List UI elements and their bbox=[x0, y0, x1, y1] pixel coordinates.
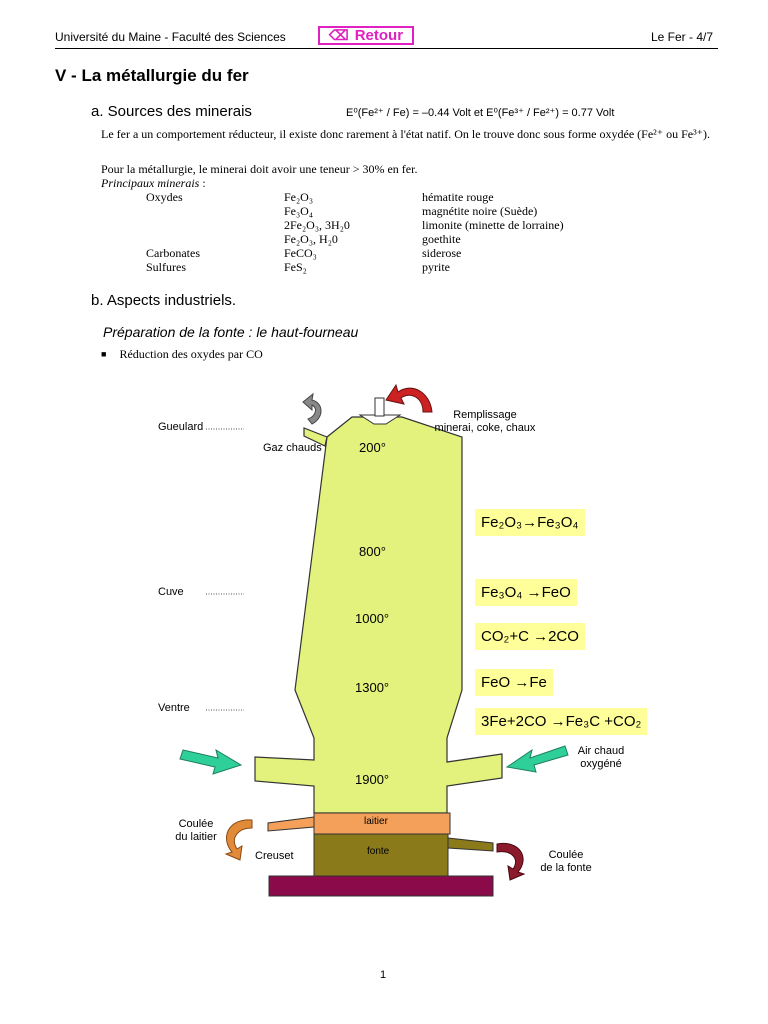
principaux-colon: : bbox=[199, 176, 206, 190]
redox-potentials: E⁰(Fe²⁺ / Fe) = –0.44 Volt et E⁰(Fe³⁺ / … bbox=[346, 106, 614, 119]
label-coulee-fonte-line2: de la fonte bbox=[540, 862, 592, 874]
temperature-1300: 1300° bbox=[355, 680, 390, 695]
retour-button[interactable]: ⌫ Retour bbox=[318, 26, 414, 45]
label-gueulard: Gueulard bbox=[158, 421, 204, 433]
page-title: V - La métallurgie du fer bbox=[55, 66, 249, 85]
label-air-line2: oxygéné bbox=[580, 758, 622, 770]
mineral-name: goethite bbox=[422, 232, 461, 246]
label-air-chaud: Air chaud oxygéné bbox=[566, 745, 636, 771]
table-row: Sulfures FeS₂ pyrite bbox=[146, 260, 706, 274]
temperature-200: 200° bbox=[359, 440, 386, 455]
section-b-subheading: Préparation de la fonte : le haut-fourne… bbox=[103, 324, 359, 340]
bullet-square-icon: ■ bbox=[101, 349, 107, 359]
mineral-formula: FeS₂ bbox=[284, 260, 307, 274]
header-institution: Université du Maine - Faculté des Scienc… bbox=[55, 30, 286, 44]
reaction-boudouard: CO₂+C →2CO bbox=[475, 623, 585, 650]
label-remplissage-line1: Remplissage bbox=[453, 409, 517, 421]
principaux-minerais-text: Principaux minerais bbox=[101, 176, 200, 190]
table-row: Carbonates FeCO₃ siderose bbox=[146, 246, 706, 260]
label-coulee-laitier-line2: du laitier bbox=[175, 831, 217, 843]
minerals-table: Oxydes Fe₂O₃ hématite rouge Fe₃O₄ magnét… bbox=[146, 190, 706, 274]
label-gaz-chauds: Gaz chauds bbox=[263, 442, 322, 454]
label-coulee-fonte-line1: Coulée bbox=[548, 849, 584, 861]
table-row: Fe₂O₃, H₂0 goethite bbox=[146, 232, 706, 246]
mineral-name: pyrite bbox=[422, 260, 450, 274]
mineral-name: magnétite noire (Suède) bbox=[422, 204, 538, 218]
label-laitier: laitier bbox=[364, 816, 388, 827]
header-divider bbox=[55, 48, 718, 49]
mineral-formula: Fe₂O₃, H₂0 bbox=[284, 232, 338, 246]
temperature-1000: 1000° bbox=[355, 611, 390, 626]
potential-fe2-fe: E⁰(Fe²⁺ / Fe) = –0.44 Volt bbox=[346, 107, 471, 119]
laitier-tap-arrow-icon bbox=[224, 819, 253, 861]
mineral-name: siderose bbox=[422, 246, 462, 260]
retour-label: Retour bbox=[354, 27, 404, 44]
mineral-name: limonite (minette de lorraine) bbox=[422, 218, 564, 232]
air-inlet-left-arrow-icon bbox=[179, 748, 243, 775]
fonte-tap-arrow-icon bbox=[496, 842, 526, 881]
mineral-formula: FeCO₃ bbox=[284, 246, 317, 260]
label-fonte: fonte bbox=[367, 846, 390, 857]
fill-arrow-icon bbox=[385, 383, 433, 413]
section-b-heading: b. Aspects industriels. bbox=[91, 292, 237, 309]
label-creuset: Creuset bbox=[255, 850, 294, 862]
laitier-tap bbox=[267, 816, 315, 832]
mineral-category: Sulfures bbox=[146, 260, 186, 274]
mineral-name: hématite rouge bbox=[422, 190, 494, 204]
label-remplissage-line2: minerai, coke, chaux bbox=[434, 422, 536, 434]
label-remplissage: Remplissage minerai, coke, chaux bbox=[415, 409, 555, 435]
mineral-formula: Fe₂O₃ bbox=[284, 190, 314, 204]
reaction-feo-fe: FeO →Fe bbox=[475, 669, 553, 696]
potential-separator: et bbox=[473, 107, 484, 119]
section-a-heading: a. Sources des minerais bbox=[91, 103, 252, 120]
mineral-formula: Fe₃O₄ bbox=[284, 204, 314, 218]
table-row: Oxydes Fe₂O₃ hématite rouge bbox=[146, 190, 706, 204]
temperature-1900: 1900° bbox=[355, 772, 390, 787]
label-coulee-fonte: Coulée de la fonte bbox=[536, 849, 596, 875]
label-coulee-laitier-line1: Coulée bbox=[178, 818, 214, 830]
header-page-indicator: Le Fer - 4/7 bbox=[650, 30, 713, 44]
reaction-fe2o3-fe3o4: Fe₂O₃→Fe₃O₄ bbox=[475, 509, 585, 536]
top-hopper-stem bbox=[374, 397, 385, 417]
page-number: 1 bbox=[380, 969, 387, 981]
air-inlet-right-arrow-icon bbox=[505, 745, 569, 773]
mineral-formula: 2Fe₂O₃, 3H₂0 bbox=[284, 218, 350, 232]
mineral-category: Oxydes bbox=[146, 190, 183, 204]
reaction-fe3o4-feo: Fe₃O₄ →FeO bbox=[475, 579, 577, 606]
label-cuve: Cuve bbox=[158, 586, 184, 598]
reaction-cementite: 3Fe+2CO →Fe₃C +CO₂ bbox=[475, 708, 648, 735]
gas-exhaust-arrow-icon bbox=[302, 392, 322, 425]
potential-fe3-fe2: E⁰(Fe³⁺ / Fe²⁺) = 0.77 Volt bbox=[486, 107, 615, 119]
bullet-item: ■ Réduction des oxydes par CO bbox=[101, 347, 263, 362]
label-air-line1: Air chaud bbox=[577, 745, 625, 757]
top-hopper bbox=[358, 414, 402, 425]
principaux-minerais-label: Principaux minerais : bbox=[101, 176, 206, 191]
furnace-base bbox=[268, 875, 494, 897]
temperature-800: 800° bbox=[359, 544, 386, 559]
mineral-category: Carbonates bbox=[146, 246, 200, 260]
bullet-text: Réduction des oxydes par CO bbox=[119, 347, 263, 361]
table-row: Fe₃O₄ magnétite noire (Suède) bbox=[146, 204, 706, 218]
label-coulee-laitier: Coulée du laitier bbox=[168, 818, 224, 844]
paragraph-reducteur: Le fer a un comportement réducteur, il e… bbox=[101, 127, 710, 141]
fonte-tap bbox=[447, 837, 494, 852]
paragraph-teneur: Pour la métallurgie, le minerai doit avo… bbox=[101, 162, 418, 176]
label-ventre: Ventre bbox=[158, 702, 190, 714]
gas-outlet-pipe bbox=[303, 427, 328, 447]
backspace-icon: ⌫ bbox=[328, 27, 349, 43]
table-row: 2Fe₂O₃, 3H₂0 limonite (minette de lorrai… bbox=[146, 218, 706, 232]
